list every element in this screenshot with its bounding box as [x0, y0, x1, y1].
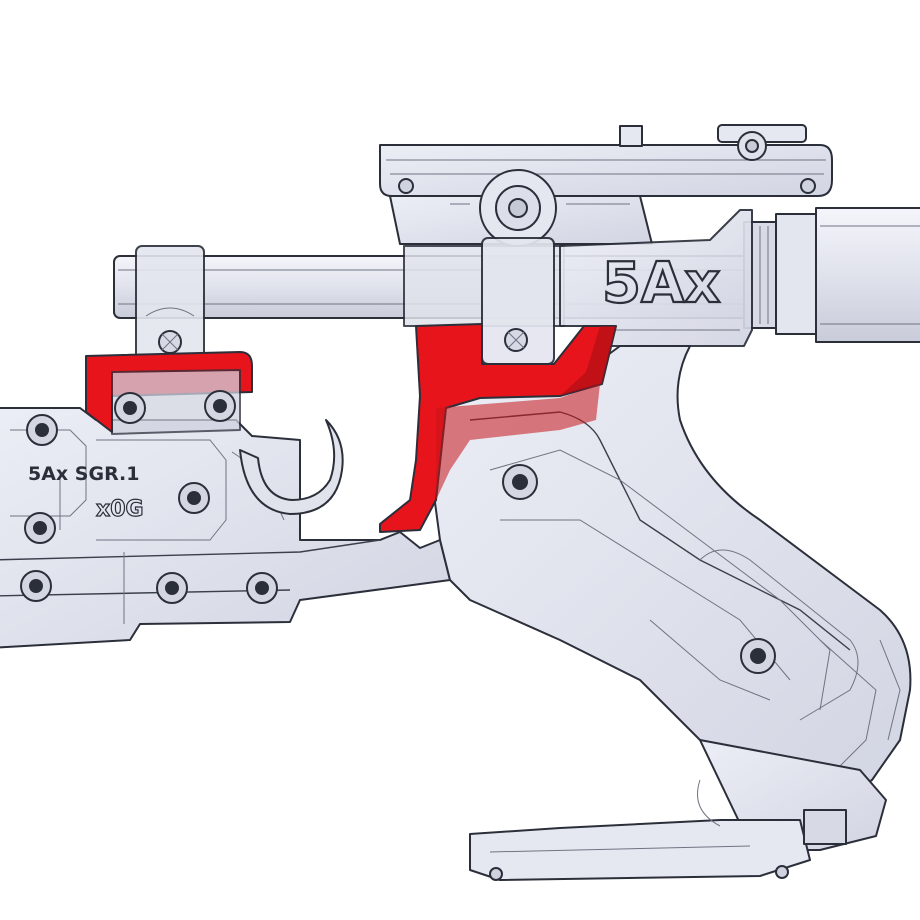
screws — [20, 390, 776, 674]
model-engraving: 5Ax SGR.1 — [28, 463, 140, 485]
palm-rest — [469, 739, 887, 881]
scope-base-plate — [379, 124, 833, 197]
rear-red-bracket — [85, 351, 253, 435]
screw-stock-3 — [178, 482, 210, 514]
rear-ring-mount — [135, 245, 205, 363]
screw-rear-bracket-right — [204, 390, 236, 422]
screw-stock-1 — [26, 414, 58, 446]
brand-logo-engraving: 5Ax — [602, 251, 720, 316]
screw-stock-4 — [20, 570, 52, 602]
screw-grip-lower — [740, 638, 776, 674]
screw-grip-upper — [502, 464, 538, 500]
screw-stock-5 — [156, 572, 188, 604]
screw-stock-2 — [24, 512, 56, 544]
receiver-body — [559, 209, 753, 347]
front-red-bracket — [379, 323, 617, 533]
screw-rear-bracket-left — [114, 392, 146, 424]
screw-stock-6 — [246, 572, 278, 604]
mirrored-engraving: x0G — [96, 497, 144, 522]
muzzle-cylinder — [743, 207, 920, 343]
front-ring-mount — [481, 237, 555, 365]
trigger-guard — [239, 419, 344, 515]
